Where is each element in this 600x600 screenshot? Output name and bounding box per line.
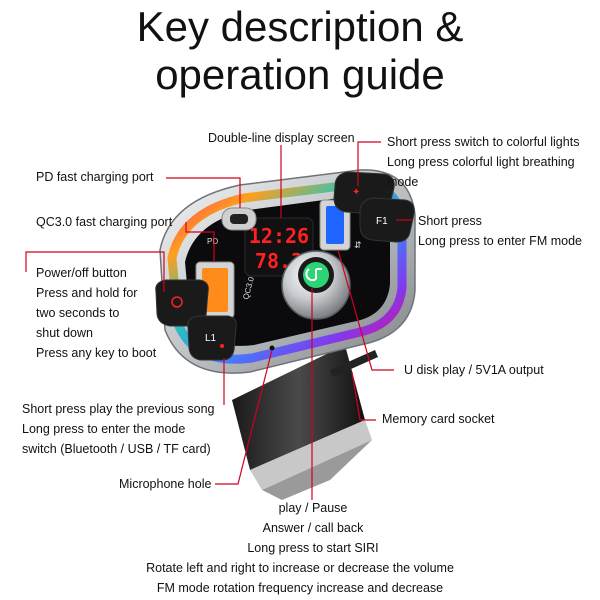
label-fm-line-2: Long press to enter FM mode [418,234,582,248]
usb-port[interactable]: ⇵ [319,199,362,251]
page-title-line-1: Key description & [136,3,464,50]
label-light-line-3: mode [387,175,419,189]
label-light-line-1: Short press switch to colorful lights [387,135,580,149]
label-qc-port: QC3.0 fast charging port [36,215,173,229]
label-knob-line-1: play / Pause [278,501,348,515]
label-power-line-3: two seconds to [36,306,120,320]
previous-mode-button[interactable]: L1 [187,315,237,361]
label-fm-line-1: Short press [418,214,482,228]
label-power-line-4: shut down [36,326,93,340]
leader-mic [215,349,273,485]
power-icon [171,296,183,308]
label-previous-line-2: Long press to enter the mode [22,422,186,436]
label-previous-line-1: Short press play the previous song [22,402,215,416]
leader-udisk [337,249,394,371]
leader-qc [185,222,215,262]
phone-icon [305,268,322,282]
usb-symbol-icon: ⇵ [354,240,362,250]
plug-stem [232,345,372,500]
label-power-line-5: Press any key to boot [36,346,157,360]
label-knob-line-4: Rotate left and right to increase or dec… [146,561,454,575]
label-memory-card: Memory card socket [382,412,495,426]
pd-port-label: PD [207,237,218,246]
memory-card-slot[interactable] [330,350,378,377]
leader-memcard [351,371,376,421]
fm-button-label: F1 [376,216,388,227]
label-power-line-2: Press and hold for [36,286,138,300]
rotary-knob[interactable] [281,250,351,320]
pd-port[interactable]: PD [207,207,257,246]
label-microphone: Microphone hole [119,477,212,491]
label-previous-line-3: switch (Bluetooth / USB / TF card) [22,442,211,456]
previous-button-label: L1 [205,333,217,344]
leader-light [357,141,381,186]
display-top-digits: 12:26 [249,224,309,248]
label-knob-line-3: Long press to start SIRI [247,541,379,555]
label-knob-line-5: FM mode rotation frequency increase and … [156,581,444,595]
microphone-hole [269,345,275,351]
label-pd-port: PD fast charging port [36,170,154,184]
fm-button[interactable]: F1 [359,197,415,243]
leader-pd [166,177,241,208]
label-light-line-2: Long press colorful light breathing [387,155,575,169]
light-icon: ✦ [352,187,360,198]
previous-indicator-icon [220,344,224,348]
leader-power [25,251,165,292]
leader-lines [25,141,412,500]
label-power-line-1: Power/off button [36,266,127,280]
label-display-screen: Double-line display screen [208,131,355,145]
page-title-line-2: operation guide [155,51,445,98]
label-udisk: U disk play / 5V1A output [404,363,544,377]
label-knob-line-2: Answer / call back [262,521,364,535]
